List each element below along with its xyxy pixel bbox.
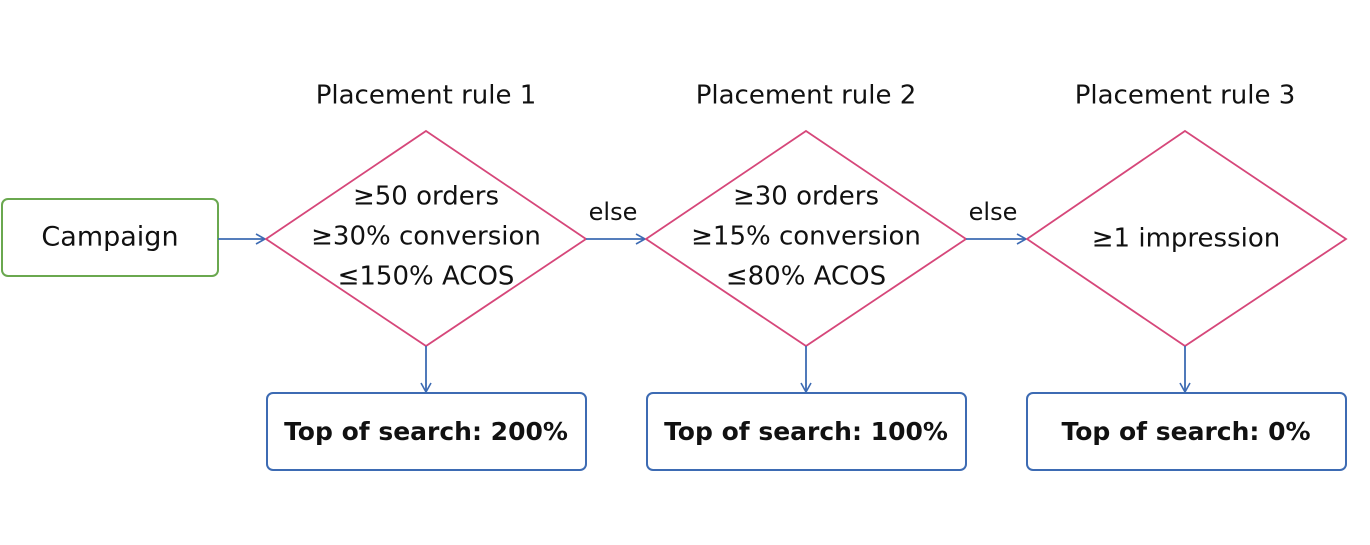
campaign-node xyxy=(1,198,219,277)
else-label-1: else xyxy=(589,198,638,226)
else-label-2: else xyxy=(969,198,1018,226)
rule-3-title: Placement rule 3 xyxy=(1075,81,1296,111)
campaign-label: Campaign xyxy=(41,222,178,253)
rule-1-result-label: Top of search: 200% xyxy=(284,417,568,446)
rule-2-condition: ≤80% ACOS xyxy=(726,262,886,292)
rule-1-title: Placement rule 1 xyxy=(316,81,537,111)
rule-1-result-box xyxy=(266,392,587,471)
rule-3-result-box xyxy=(1026,392,1347,471)
rule-1-condition: ≥30% conversion xyxy=(311,222,541,252)
rule-1-condition: ≥50 orders xyxy=(353,182,499,212)
rule-2-result-box xyxy=(646,392,967,471)
rule-2-condition: ≥15% conversion xyxy=(691,222,921,252)
rule-1-condition: ≤150% ACOS xyxy=(338,262,515,292)
rule-3-result-label: Top of search: 0% xyxy=(1061,417,1310,446)
rule-2-condition: ≥30 orders xyxy=(733,182,879,212)
rule-2-title: Placement rule 2 xyxy=(696,81,917,111)
rule-2-result-label: Top of search: 100% xyxy=(664,417,948,446)
rule-3-condition: ≥1 impression xyxy=(1092,224,1280,254)
